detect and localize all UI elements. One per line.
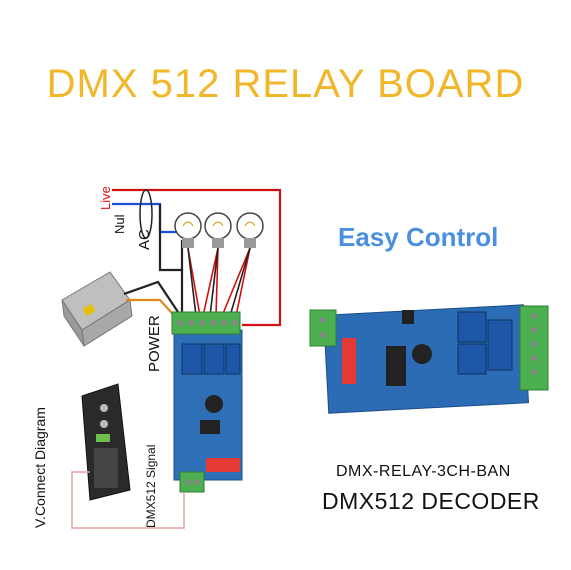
null-label: Nul <box>112 214 127 234</box>
signal-wires <box>71 471 185 529</box>
model-number: DMX-RELAY-3CH-BAN <box>336 463 511 480</box>
bulb-icon <box>174 212 202 248</box>
power-label: POWER <box>146 315 163 372</box>
bulb-icon <box>236 212 264 248</box>
ac-clamp <box>139 189 153 239</box>
ac-label: AC <box>136 229 153 250</box>
product-photo <box>309 304 549 414</box>
product-name: DMX512 DECODER <box>322 488 540 514</box>
relay-board-diagram <box>171 311 243 493</box>
ac-wires <box>112 188 282 327</box>
bulb-icon <box>204 212 232 248</box>
headline: Easy Control <box>338 222 499 252</box>
page-title: DMX 512 RELAY BOARD <box>46 62 525 106</box>
power-supply <box>61 271 133 347</box>
live-label: Live <box>98 186 113 210</box>
lamp-wires <box>187 247 251 317</box>
connect-diagram-label: V.Connect Diagram <box>32 407 48 528</box>
signal-label: DMX512 Signal <box>144 444 158 528</box>
dmx-console <box>81 383 131 501</box>
